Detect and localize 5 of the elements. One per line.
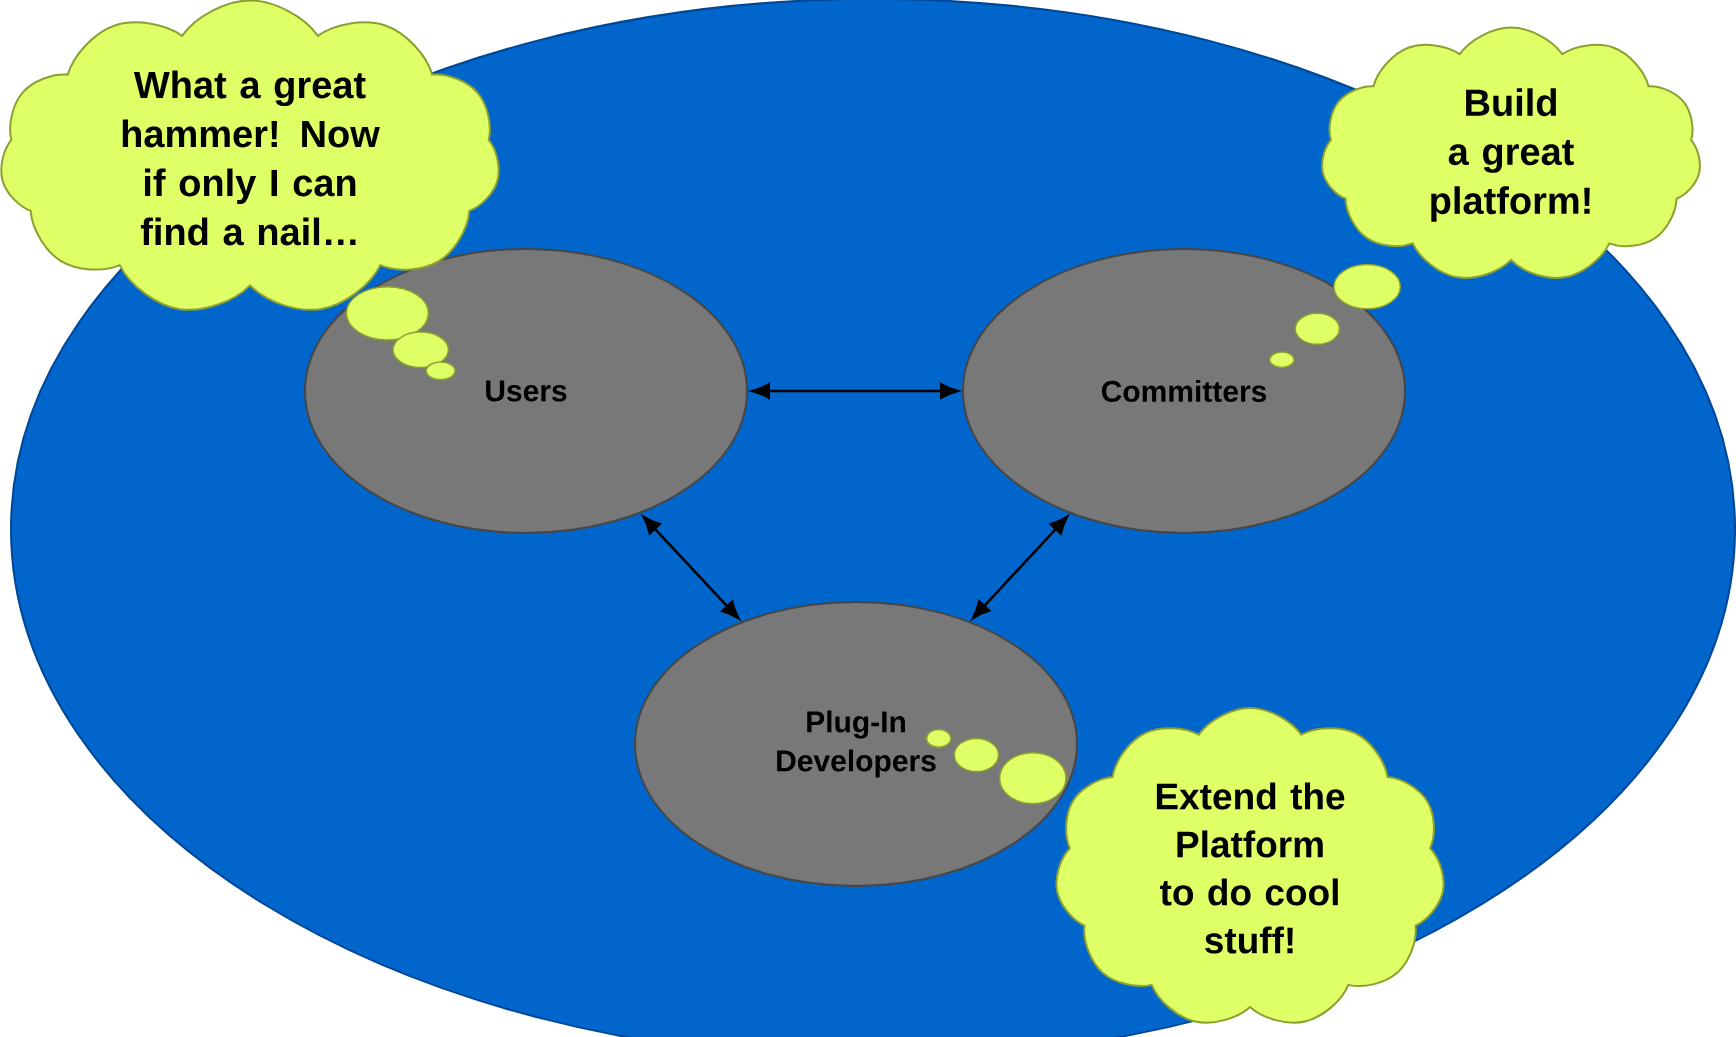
thought-cloud: Build a great platform! [1321,26,1701,279]
thought-cloud: What a great hammer! Now if only I can find a nail… [0,0,500,311]
arrow [972,515,1068,620]
arrow [642,515,740,620]
arrow [751,383,959,399]
